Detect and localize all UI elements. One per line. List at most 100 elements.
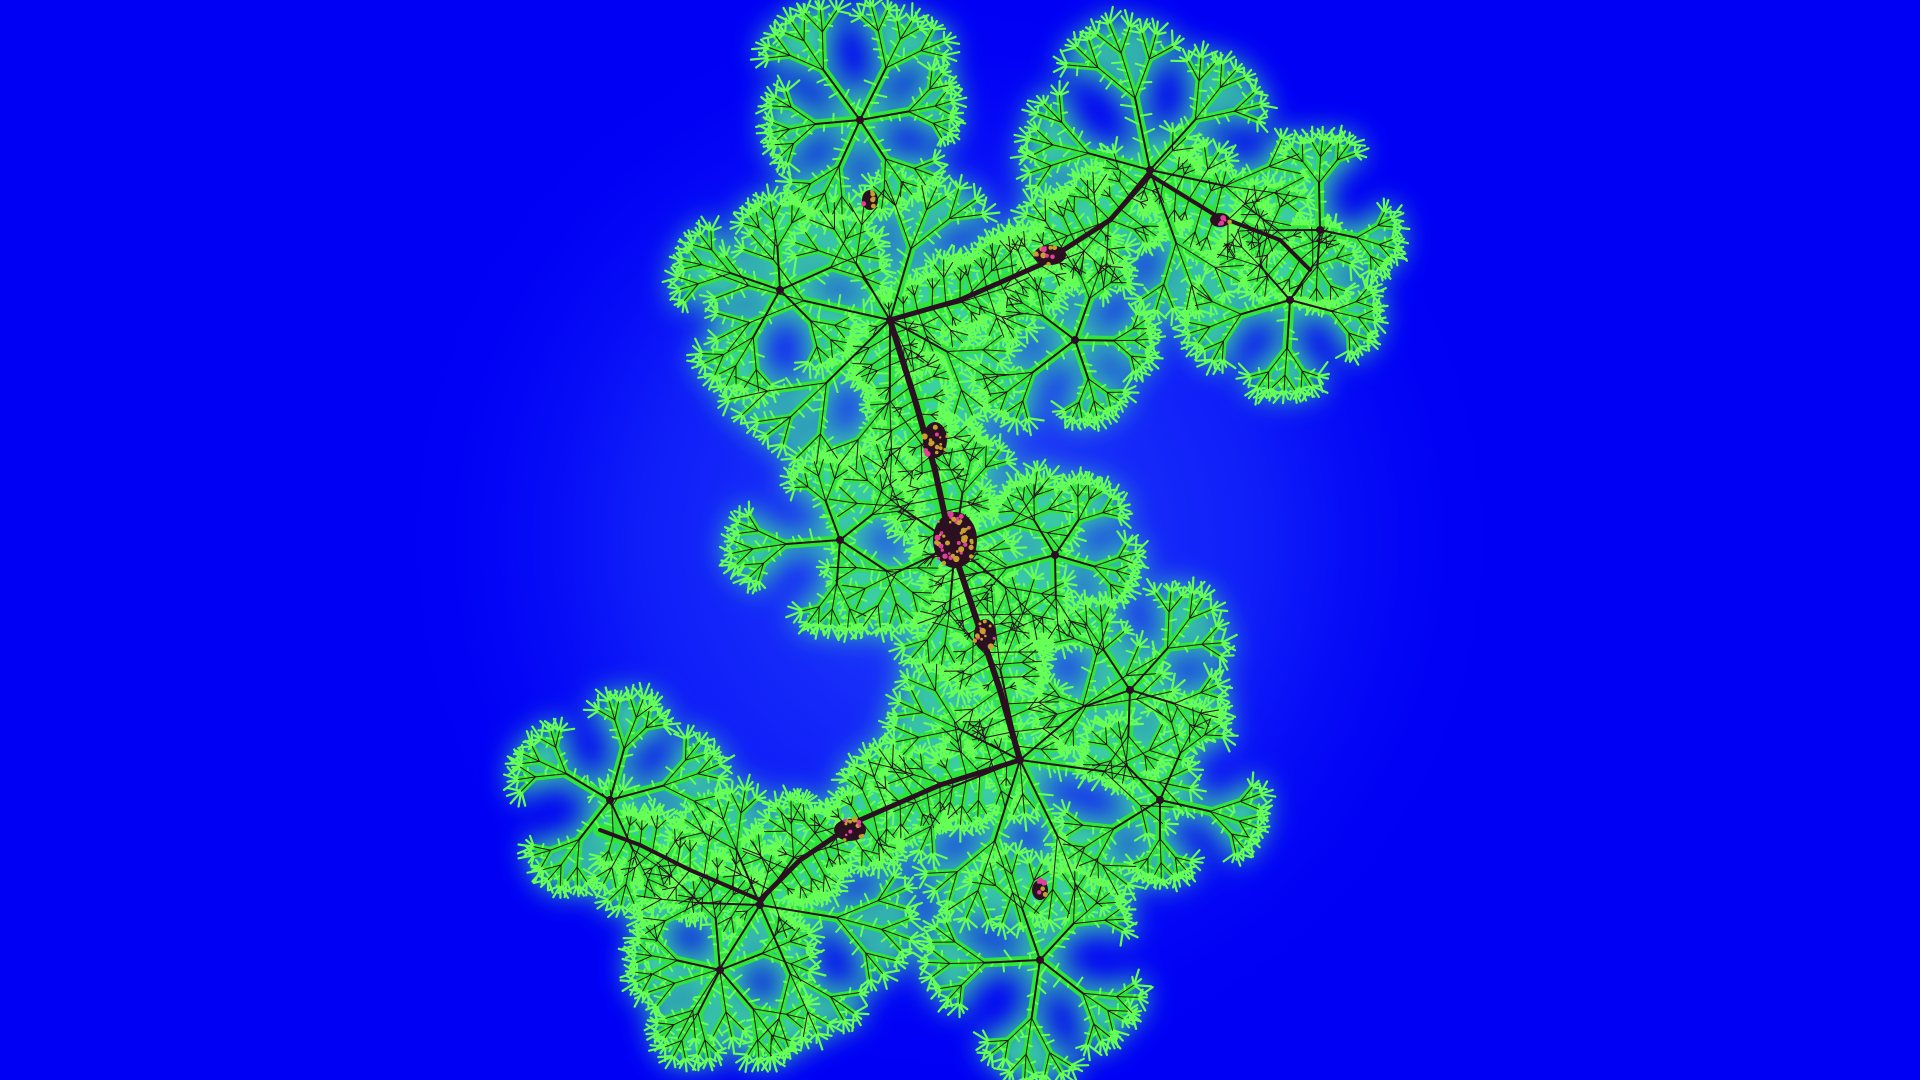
branch-sprig [1216,203,1225,208]
branch-tip [902,531,906,547]
branch-tip [933,248,942,266]
branch-tip [968,248,985,258]
branch-tip [863,393,872,406]
branch-tip [942,324,954,337]
branch-tip [1003,531,1019,542]
branch-tip [911,268,929,281]
branch-tip [1121,257,1139,261]
branch-tip [857,318,871,327]
branch-sprig [1011,695,1015,705]
branch-sprig [907,519,911,527]
branch-tip [912,370,917,387]
branch-tip [943,376,948,396]
branch-tip [907,276,920,287]
branch-tip [918,578,931,593]
branch-tip [987,483,993,501]
branch-sprig [1081,186,1085,194]
branch-sprig [907,446,913,453]
branch-tip [1123,246,1131,255]
branch-tip [961,748,977,759]
branch-tip [951,324,964,331]
branch-sprig [971,493,978,499]
branch-sprig [871,321,875,328]
branch-tip [1029,186,1035,206]
branch-tip [864,403,872,417]
branch-tip [970,247,985,251]
branch-tip [978,510,988,528]
branch-sprig [1010,656,1014,665]
branch-sprig [895,396,899,407]
branch-sprig [1034,212,1041,218]
branch-tip [895,520,902,534]
branch-sprig [924,378,931,384]
branch-tip [1009,535,1023,550]
branch-sprig [1027,675,1035,682]
branch-sprig [1025,251,1031,255]
branch-sprig [929,494,935,501]
branch-sprig [1043,753,1047,760]
branch-tip [898,445,909,462]
branch-sprig [1106,271,1110,279]
branch-tip [864,384,878,390]
branch-sprig [876,342,881,352]
branch-tip [1012,214,1029,220]
branch-tip [917,263,936,271]
branch-tip [895,434,909,448]
branch-tip [936,400,945,417]
branch-tip [907,533,921,545]
branch-sprig [911,359,920,365]
branch-tip [911,582,931,589]
branch-sprig [1017,235,1026,240]
branch-sprig [922,480,930,488]
branch-tip [974,677,984,687]
branch-tip [1037,199,1051,209]
branch-sprig [927,470,931,479]
branch-tip [1022,188,1035,206]
branch-sprig [985,698,992,709]
branch-sprig [934,314,940,325]
branch-sprig [907,403,912,410]
branch-tip [950,680,961,688]
branch-tip [1015,214,1029,227]
branch-tip [1042,303,1058,310]
branch-tip [1009,546,1019,559]
branch-tip [1050,301,1065,315]
branch-tip [886,531,906,540]
branch-tip [923,252,936,266]
branch-sprig [985,691,995,696]
branch-tip [959,321,974,332]
branch-tip [910,549,925,561]
branch-sprig [1014,240,1022,246]
branch-sprig [931,280,938,286]
branch-tip [1013,218,1025,233]
branch-sprig [917,382,922,392]
branch-tip [948,640,955,653]
branch-tip [951,244,956,264]
branch-sprig [1041,236,1050,240]
branch-tip [920,350,935,365]
branch-tip [969,313,981,332]
branch-tip [1009,546,1028,550]
branch-sprig [973,697,981,706]
branch-tip [859,357,864,368]
branch-tip [980,489,996,493]
branch-sprig [904,299,911,303]
branch-tip [852,375,863,388]
branch-tip [967,511,981,519]
branch-sprig [980,669,985,679]
branch-sprig [953,289,962,293]
branch-sprig [932,414,940,419]
branch-tip [910,270,918,287]
branch-tip [857,324,871,333]
branch-tip [1049,754,1065,761]
branch-tip [980,687,986,702]
branch-sprig [1214,188,1218,195]
branch-tip [959,314,970,323]
branch-sprig [924,408,930,416]
branch-sprig [879,422,884,431]
branch-sprig [950,275,959,281]
branch-sprig [923,392,927,400]
branch-sprig [979,501,983,508]
branch-tip [970,242,976,262]
